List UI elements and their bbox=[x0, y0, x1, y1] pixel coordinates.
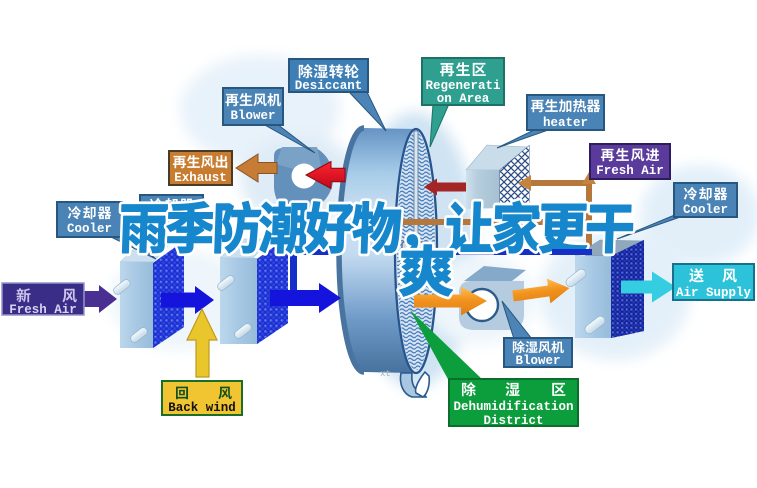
svg-text:Fresh Air: Fresh Air bbox=[9, 303, 77, 317]
svg-text:Regenerati: Regenerati bbox=[425, 79, 500, 93]
svg-text:on Area: on Area bbox=[437, 92, 490, 106]
svg-text:Cooler: Cooler bbox=[683, 203, 728, 217]
svg-text:District: District bbox=[483, 414, 543, 428]
svg-text:Exhaust: Exhaust bbox=[174, 171, 227, 185]
svg-text:Blower: Blower bbox=[230, 109, 275, 123]
svg-text:Air Supply: Air Supply bbox=[676, 286, 752, 300]
svg-text:Desiccant: Desiccant bbox=[295, 79, 363, 93]
svg-text:Fresh Air: Fresh Air bbox=[596, 164, 664, 178]
svg-text:Cooler: Cooler bbox=[67, 222, 112, 236]
svg-text:xt: xt bbox=[380, 369, 391, 379]
svg-text:heater: heater bbox=[543, 116, 588, 130]
svg-text:Back wind: Back wind bbox=[168, 401, 236, 415]
svg-text:Dehumidification: Dehumidification bbox=[453, 400, 573, 414]
svg-text:Blower: Blower bbox=[515, 354, 560, 368]
